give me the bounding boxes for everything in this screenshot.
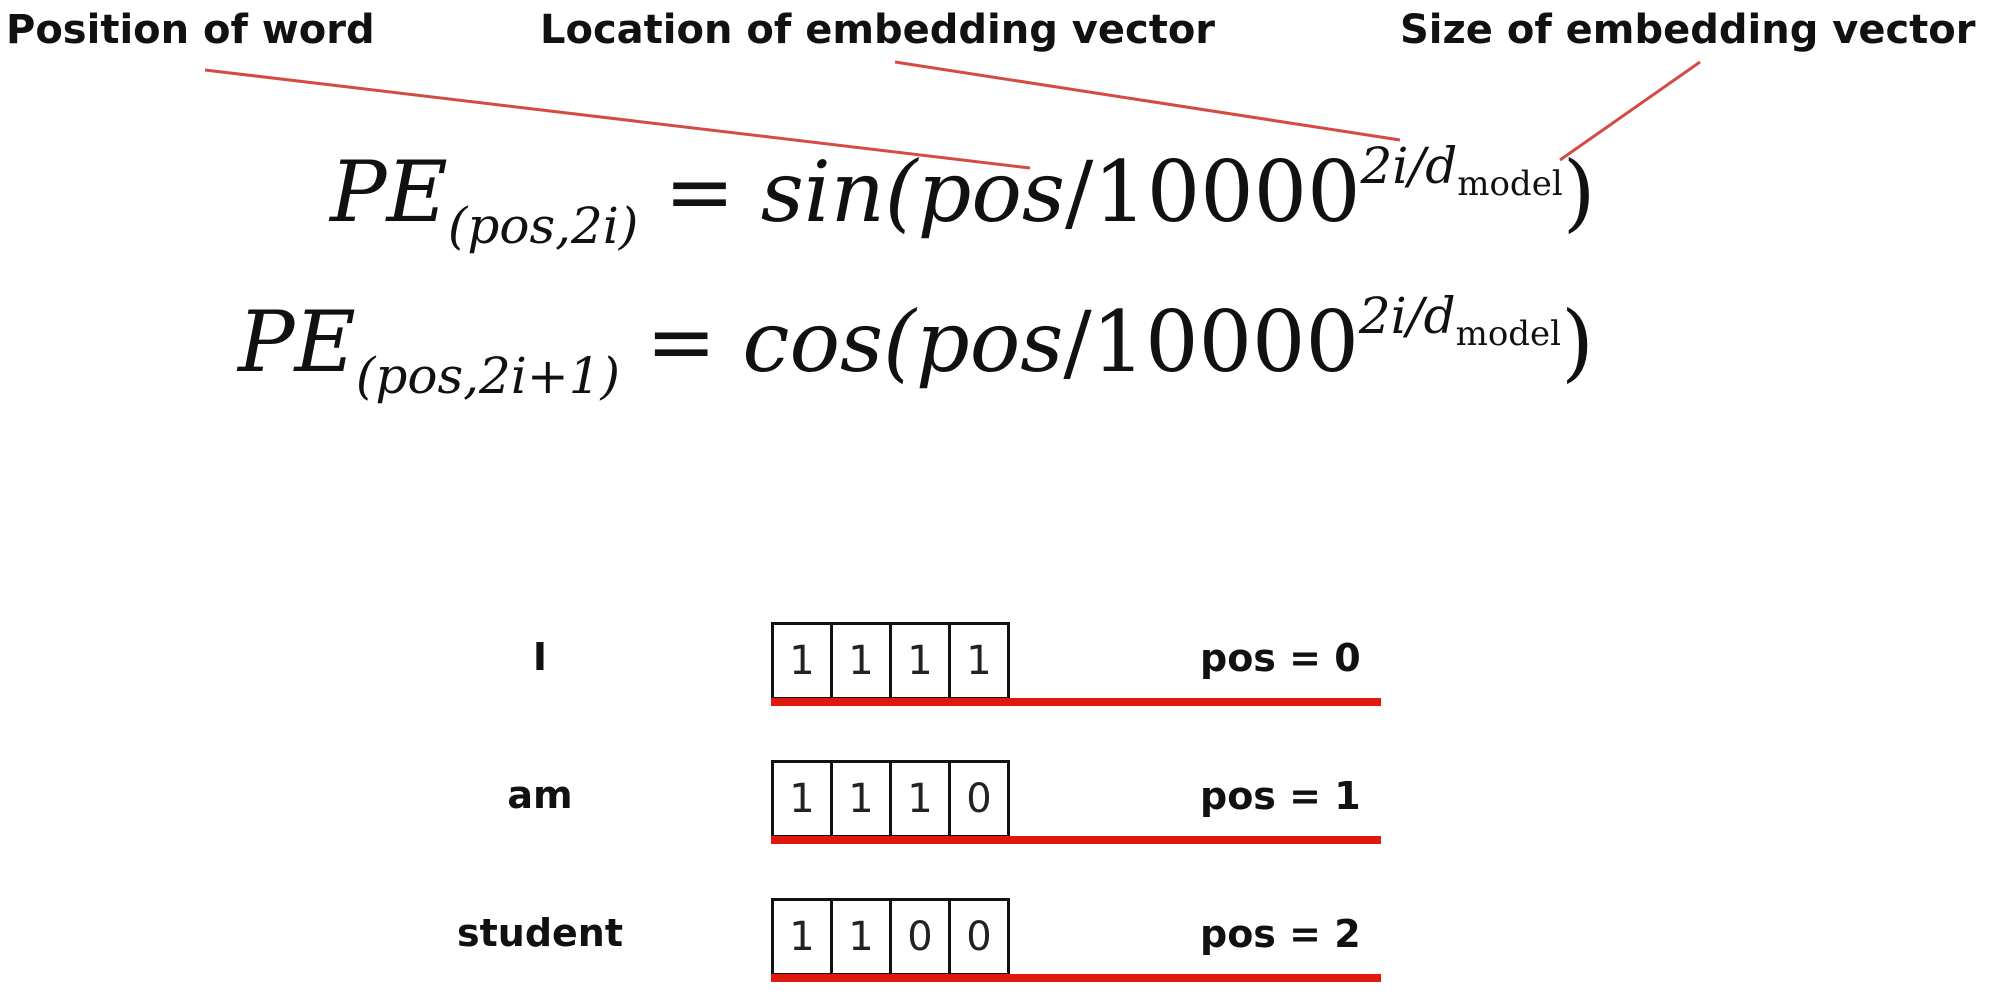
word-row-student: student 1 1 0 0 pos = 2 (0, 898, 1990, 982)
callout-size-of-embedding-vector: Size of embedding vector (1400, 7, 1976, 53)
formula-arg: pos (915, 293, 1064, 391)
word-label: I (532, 635, 548, 679)
formula-exp-num: 2i/ (1358, 287, 1424, 345)
formula-base: 10000 (1091, 293, 1359, 391)
word-label: student (456, 911, 624, 955)
vector-cell: 1 (774, 625, 833, 697)
formula-exp-num: 2i/ (1360, 137, 1426, 195)
formula-arg: pos (917, 143, 1066, 241)
callout-location-of-embedding-vector: Location of embedding vector (540, 7, 1216, 53)
red-underline (771, 974, 1381, 982)
position-label: pos = 0 (1200, 636, 1361, 680)
position-label: pos = 1 (1200, 774, 1361, 818)
formula-slash: / (1063, 293, 1092, 391)
formula-cos: PE(pos,2i+1)=cos(pos/100002i/dmodel) (238, 291, 1594, 401)
formula-subscript: (pos,2i) (447, 197, 639, 255)
vector-cell: 1 (774, 901, 833, 973)
embedding-vector: 1 1 1 1 (771, 622, 1010, 700)
formula-func: cos( (742, 293, 916, 391)
formula-base: 10000 (1093, 143, 1361, 241)
formula-equals: = (664, 143, 735, 241)
formula-equals: = (646, 293, 717, 391)
vector-cell: 1 (833, 625, 892, 697)
formula-exp-sub: model (1457, 164, 1563, 204)
word-label: am (507, 773, 573, 817)
formula-close: ) (1562, 143, 1596, 241)
vector-cell: 1 (833, 763, 892, 835)
formula-close: ) (1561, 293, 1594, 391)
vector-cell: 0 (966, 914, 992, 960)
formula-exp-sub: model (1455, 314, 1562, 354)
red-underline (771, 836, 1381, 844)
position-label: pos = 2 (1200, 912, 1361, 956)
vector-cell: 1 (892, 625, 951, 697)
formula-lhs: PE (238, 293, 356, 391)
formula-slash: / (1065, 143, 1094, 241)
formula-exp-d: d (1423, 287, 1456, 345)
formula-exp-d: d (1425, 137, 1458, 195)
formula-exponent: 2i/dmodel (1360, 137, 1563, 201)
formula-lhs: PE (330, 143, 448, 241)
word-row-am: am 1 1 1 0 pos = 1 (0, 760, 1990, 844)
vector-cell: 0 (966, 776, 992, 822)
formula-subscript: (pos,2i+1) (355, 347, 621, 405)
embedding-vector: 1 1 0 0 (771, 898, 1010, 976)
vector-cell: 0 (892, 901, 951, 973)
vector-cell: 1 (892, 763, 951, 835)
formula-sin: PE(pos,2i)=sin(pos/100002i/dmodel) (330, 141, 1595, 251)
formula-exponent: 2i/dmodel (1358, 287, 1561, 351)
formula-func: sin( (760, 143, 918, 241)
callout-position-of-word: Position of word (6, 7, 375, 53)
leader-line-location (894, 60, 1401, 142)
vector-cell: 1 (833, 901, 892, 973)
vector-cell: 1 (774, 763, 833, 835)
vector-cell: 1 (966, 638, 992, 684)
word-row-i: I 1 1 1 1 pos = 0 (0, 622, 1990, 706)
embedding-vector: 1 1 1 0 (771, 760, 1010, 838)
red-underline (771, 698, 1381, 706)
